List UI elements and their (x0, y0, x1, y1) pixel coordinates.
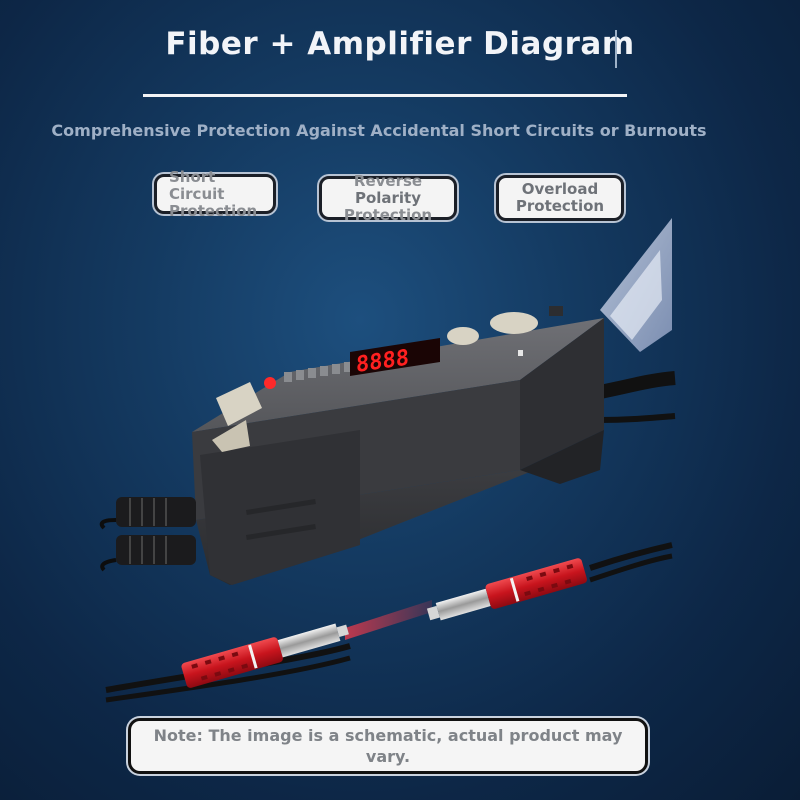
mode-button[interactable] (490, 312, 538, 334)
page-title: Fiber + Amplifier Diagram (165, 26, 635, 62)
status-led-icon (264, 377, 276, 389)
set-button[interactable] (447, 327, 479, 345)
title-cursor-bar (615, 30, 617, 68)
disclaimer-note: Note: The image is a schematic, actual p… (128, 718, 648, 774)
short-circuit-badge: Short Circuit Protection (154, 168, 276, 219)
flip-cover (600, 218, 672, 352)
fiber-connector-nuts (116, 497, 196, 565)
badge-line: Short (169, 167, 216, 186)
badge-line: Polarity (354, 188, 422, 207)
fiber-head-right (426, 558, 587, 621)
mode-switch[interactable] (549, 306, 563, 316)
power-cable (598, 371, 676, 399)
badge-line: Overload (521, 180, 599, 198)
badge-line: Reverse (353, 171, 423, 190)
title-underline (143, 94, 627, 97)
fiber-lock-lever[interactable] (212, 382, 262, 452)
badge-line: Protection (515, 197, 605, 215)
level-bar-indicator (284, 362, 352, 382)
badge-line: Protection (343, 205, 433, 224)
overload-badge: Overload Protection (496, 175, 624, 221)
amplifier-body (192, 318, 604, 585)
fiber-head-left (181, 623, 349, 688)
page-subtitle: Comprehensive Protection Against Acciden… (51, 121, 707, 140)
badge-line: Circuit (169, 184, 225, 203)
reverse-polarity-badge: Reverse Polarity Protection (319, 171, 457, 223)
light-beam (345, 600, 432, 640)
badge-line: Protection (169, 201, 258, 220)
